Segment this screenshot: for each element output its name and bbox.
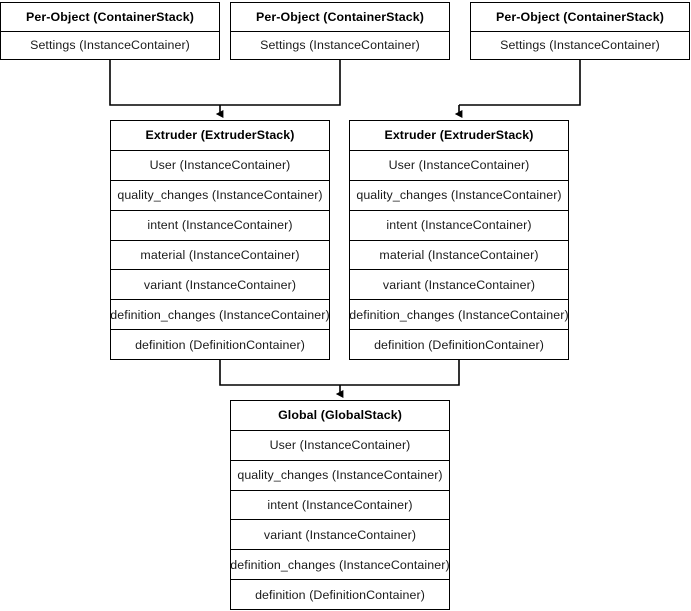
node-row-material: material (InstanceContainer) (111, 239, 329, 270)
node-row-user: User (InstanceContainer) (350, 149, 568, 180)
node-per-object-2[interactable]: Per-Object (ContainerStack) Settings (In… (230, 2, 450, 60)
node-row-definition-changes: definition_changes (InstanceContainer) (110, 299, 330, 329)
node-row-user: User (InstanceContainer) (231, 429, 449, 460)
node-row-material: material (InstanceContainer) (350, 239, 568, 270)
node-header: Extruder (ExtruderStack) (145, 128, 295, 143)
node-row-settings: Settings (InstanceContainer) (1, 30, 219, 60)
node-row-user: User (InstanceContainer) (111, 149, 329, 180)
node-row-variant: variant (InstanceContainer) (111, 269, 329, 299)
node-row-intent: intent (InstanceContainer) (350, 209, 568, 240)
node-row-variant: variant (InstanceContainer) (350, 269, 568, 299)
node-global[interactable]: Global (GlobalStack) User (InstanceConta… (230, 400, 450, 610)
node-row-settings: Settings (InstanceContainer) (471, 30, 689, 60)
node-per-object-3[interactable]: Per-Object (ContainerStack) Settings (In… (470, 2, 690, 60)
node-row-quality-changes: quality_changes (InstanceContainer) (350, 179, 568, 210)
node-header: Global (GlobalStack) (278, 408, 402, 423)
node-header: Per-Object (ContainerStack) (256, 9, 424, 24)
edge-extruder-1-to-global (219, 360, 340, 386)
edge-extruder-2-to-global (340, 360, 460, 386)
node-row-quality-changes: quality_changes (InstanceContainer) (111, 179, 329, 210)
edge-per-object-1-to-extruder-1 (109, 60, 220, 106)
node-header: Per-Object (ContainerStack) (496, 9, 664, 24)
node-row-definition-changes: definition_changes (InstanceContainer) (230, 549, 450, 579)
node-header: Per-Object (ContainerStack) (26, 9, 194, 24)
node-extruder-2[interactable]: Extruder (ExtruderStack) User (InstanceC… (349, 120, 569, 360)
node-row-intent: intent (InstanceContainer) (111, 209, 329, 240)
node-row-settings: Settings (InstanceContainer) (231, 30, 449, 60)
node-row-definition-changes: definition_changes (InstanceContainer) (349, 299, 569, 329)
node-header: Extruder (ExtruderStack) (384, 128, 534, 143)
node-per-object-1[interactable]: Per-Object (ContainerStack) Settings (In… (0, 2, 220, 60)
node-extruder-1[interactable]: Extruder (ExtruderStack) User (InstanceC… (110, 120, 330, 360)
node-row-intent: intent (InstanceContainer) (231, 489, 449, 520)
node-row-quality-changes: quality_changes (InstanceContainer) (231, 459, 449, 490)
node-row-definition: definition (DefinitionContainer) (231, 579, 449, 609)
edge-per-object-2-to-extruder-1 (220, 60, 341, 106)
node-row-definition: definition (DefinitionContainer) (111, 329, 329, 359)
edge-per-object-3-to-extruder-2 (459, 60, 581, 106)
node-row-variant: variant (InstanceContainer) (231, 519, 449, 549)
node-row-definition: definition (DefinitionContainer) (350, 329, 568, 359)
